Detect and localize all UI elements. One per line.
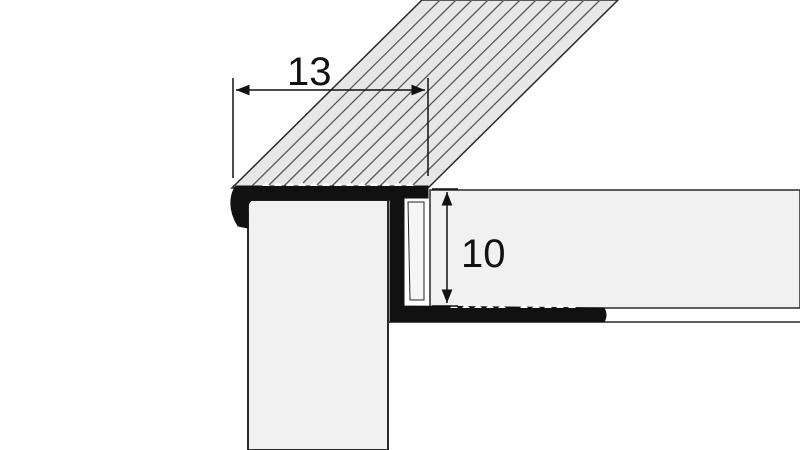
nose-serrations: [262, 182, 414, 186]
height-dimension-label: 10: [461, 232, 506, 276]
profile-grooves: [249, 0, 601, 189]
tread-surface: [429, 189, 800, 309]
step-riser: [247, 199, 389, 450]
height-dimension: [432, 188, 458, 307]
profile-cross-section: [230, 185, 607, 323]
width-dimension: [232, 78, 429, 178]
profile-inner-channel: [407, 201, 425, 301]
flange-serrations: [450, 304, 576, 308]
width-dimension-label: 13: [287, 50, 332, 94]
